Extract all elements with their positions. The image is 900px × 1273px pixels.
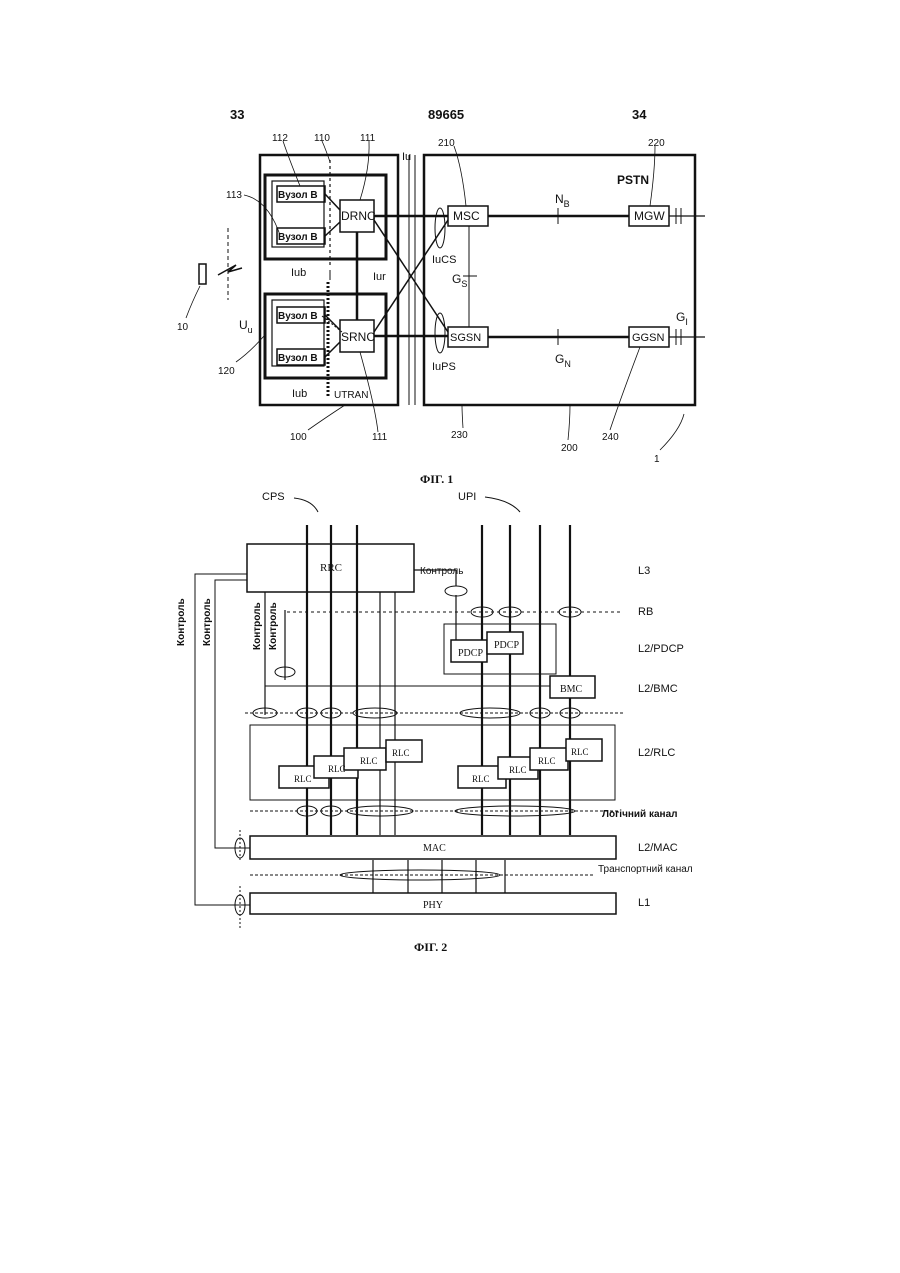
mac-label: MAC [423,843,446,854]
cps-label: CPS [262,491,285,503]
pdcp-label: PDCP [494,640,519,651]
ref-100: 100 [290,432,307,443]
fig2-diagram [195,497,625,928]
rrc-label: RRC [320,562,342,574]
layer-l2-rlc-label: L2/RLC [638,747,675,759]
ggsn-label: GGSN [632,332,664,344]
logical-channel-label: Логічний канал [602,809,678,820]
iub-bottom-label: Iub [292,388,307,400]
iur-label: Iur [373,271,386,283]
node-b-label: Вузол B [278,311,318,322]
control-label: Контроль [420,566,463,577]
rlc-label: RLC [509,765,527,775]
pdcp-label: PDCP [458,648,483,659]
layer-l2-bmc-label: L2/BMC [638,683,678,695]
ref-1: 1 [654,454,660,465]
rlc-label: RLC [571,747,589,757]
layer-rb-label: RB [638,606,653,618]
srnc-label: SRNC [341,330,375,344]
msc-label: MSC [453,209,480,223]
node-b-label: Вузол B [278,190,318,201]
rlc-label: RLC [328,764,346,774]
gs-label: GS [452,272,467,289]
node-b-label: Вузол B [278,232,318,243]
rlc-label: RLC [392,748,410,758]
layer-l2-pdcp-label: L2/PDCP [638,643,684,655]
utran-label: UTRAN [334,390,368,401]
layer-l2-mac-label: L2/MAC [638,842,678,854]
ref-230: 230 [451,430,468,441]
transport-channel-label: Транспортний канал [598,864,693,875]
document-number: 89665 [428,107,464,122]
mobile-terminal-icon [199,264,206,284]
uu-label: Uu [239,318,253,335]
ref-120: 120 [218,366,235,377]
nb-label: NB [555,192,570,209]
rlc-label: RLC [294,774,312,784]
ref-111: 111 [360,133,376,144]
control-vertical-label: Контроль [252,602,263,650]
iucs-label: IuCS [432,254,456,266]
radio-link-icon [218,265,242,275]
node-b-label: Вузол B [278,353,318,364]
iub-top-label: Iub [291,267,306,279]
gi-label: GI [676,310,688,327]
gn-label: GN [555,352,571,369]
layer-l3-label: L3 [638,565,650,577]
mgw-label: MGW [634,209,665,223]
iu-label: Iu [402,151,411,163]
ref-112: 112 [272,133,288,144]
ref-113: 113 [226,190,242,201]
layer-l1-label: L1 [638,897,650,909]
iups-label: IuPS [432,361,456,373]
control-vertical-label: Контроль [202,598,213,646]
sgsn-label: SGSN [450,332,481,344]
upi-label: UPI [458,491,476,503]
ref-220: 220 [648,138,665,149]
page-number-left: 33 [230,107,244,122]
ref-111: 111 [372,432,388,443]
figure-2-caption: ФІГ. 2 [414,940,447,954]
ref-210: 210 [438,138,455,149]
ref-10: 10 [177,322,189,333]
figure-1-caption: ФІГ. 1 [420,472,453,486]
rlc-label: RLC [538,756,556,766]
rlc-label: RLC [472,774,490,784]
pstn-label: PSTN [617,173,649,187]
rlc-label: RLC [360,756,378,766]
page-number-right: 34 [632,107,647,122]
ref-110: 110 [314,133,330,144]
fig1-labels: Вузол B Вузол B Вузол B Вузол B DRNC SRN… [177,133,688,465]
ref-200: 200 [561,443,578,454]
fig1-diagram [186,141,705,450]
phy-label: PHY [423,900,443,911]
control-vertical-label: Контроль [176,598,187,646]
bmc-label: BMC [560,684,583,695]
control-vertical-label: Контроль [268,602,279,650]
drnc-label: DRNC [341,209,376,223]
ref-240: 240 [602,432,619,443]
